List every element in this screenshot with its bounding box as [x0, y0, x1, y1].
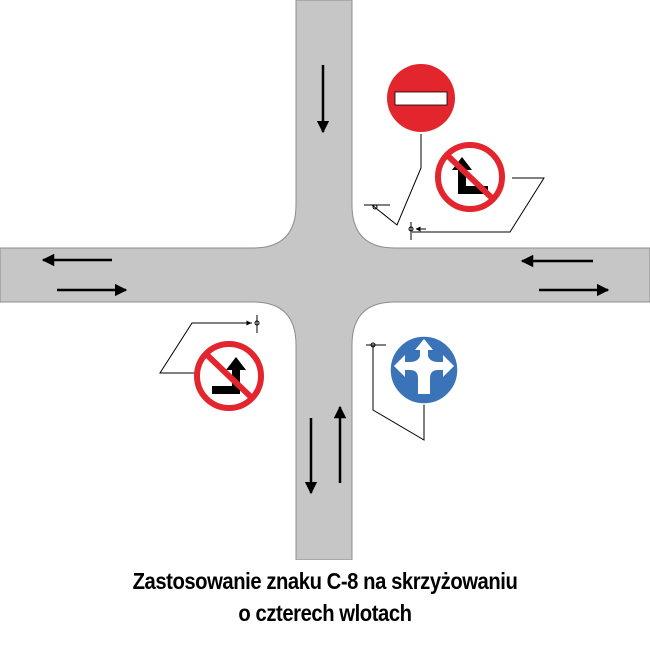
- mandatory-straight-left-right-sign-icon: [389, 335, 459, 405]
- no-entry-sign-icon: [387, 64, 455, 132]
- leader-se-dot: [370, 342, 376, 348]
- traffic-arrows: [41, 65, 610, 495]
- leader-ne-sign: [412, 177, 545, 233]
- prohibited-straight-or-right-sign-icon: [194, 341, 264, 411]
- road-surface: [0, 0, 650, 560]
- caption-line-2: o czterech wlotach: [238, 600, 412, 626]
- leader-no-entry: [371, 134, 422, 226]
- intersection-diagram: [0, 0, 650, 560]
- leader-sw-dot: [254, 320, 260, 326]
- sign-leader-lines: [159, 134, 545, 441]
- road-network: [0, 0, 650, 560]
- leader-ne-dot: [408, 226, 414, 232]
- leader-sw-sign: [159, 322, 252, 374]
- caption-line-1: Zastosowanie znaku C-8 na skrzyżowaniu: [132, 568, 518, 594]
- leader-no-entry-dot: [372, 204, 378, 210]
- leader-se-sign: [372, 345, 425, 441]
- prohibited-straight-or-left-sign-icon: [435, 142, 505, 212]
